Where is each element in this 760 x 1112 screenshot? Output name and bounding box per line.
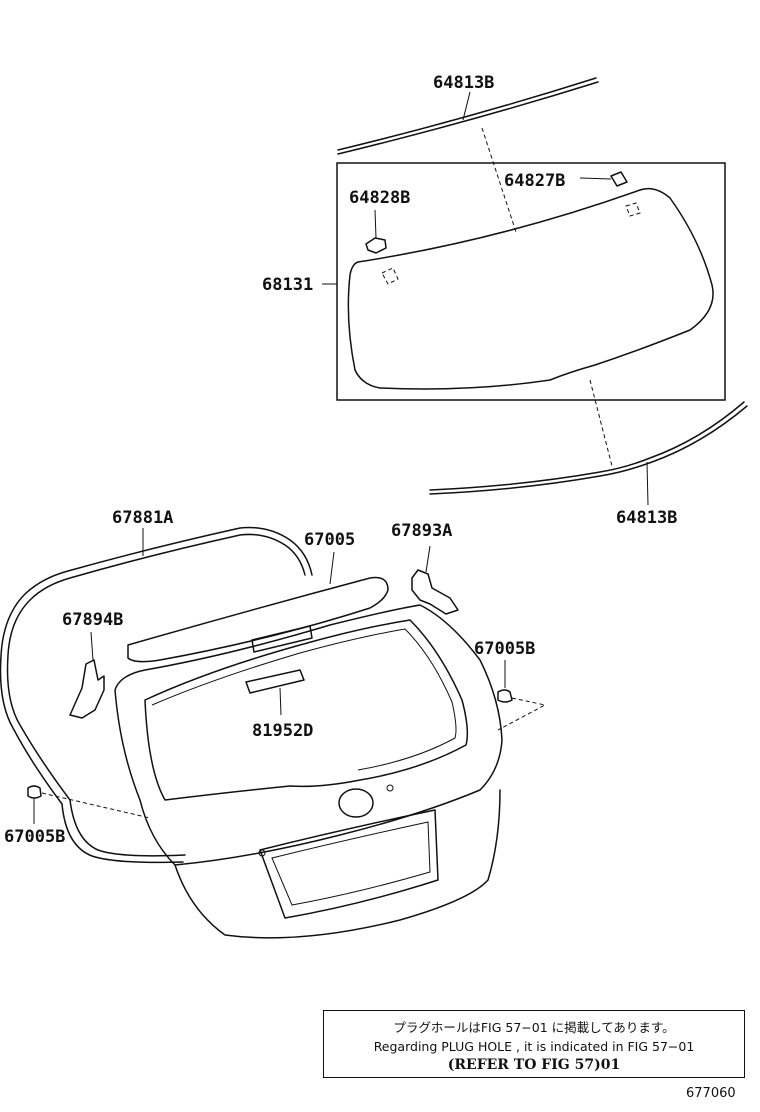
back-door-drawing xyxy=(114,604,503,939)
lower-moulding-drawing xyxy=(429,379,748,506)
label-glass: 68131 xyxy=(262,275,313,295)
label-back-door-panel: 67005 xyxy=(304,530,355,550)
bumper-right-drawing xyxy=(497,660,547,731)
back-window-glass xyxy=(347,187,714,390)
label-bumper-right: 67005B xyxy=(474,639,535,659)
bracket-left-drawing xyxy=(69,659,105,719)
note-english: Regarding PLUG HOLE , it is indicated in… xyxy=(373,1039,695,1054)
bracket-right-drawing xyxy=(411,569,459,615)
label-clip-left: 64828B xyxy=(349,188,410,208)
label-bumper-left: 67005B xyxy=(4,827,65,847)
label-bracket-left: 67894B xyxy=(62,610,123,630)
figure-code: 677060 xyxy=(686,1086,736,1101)
label-clip-right: 64827B xyxy=(504,171,565,191)
upper-moulding-drawing xyxy=(337,77,599,233)
clip-left-drawing xyxy=(365,237,387,254)
note-box: プラグホールはFIG 57−01 に掲載してあります。 Regarding PL… xyxy=(323,1010,745,1078)
note-reference-link[interactable]: (REFER TO FIG 57)01 xyxy=(447,1057,621,1073)
clip-right-drawing xyxy=(610,171,628,187)
cover-drawing xyxy=(245,669,305,694)
glass-group-box xyxy=(336,162,726,401)
label-weatherstrip: 67881A xyxy=(112,508,173,528)
label-moulding-lower: 64813B xyxy=(616,508,677,528)
note-japanese: プラグホールはFIG 57−01 に掲載してあります。 xyxy=(393,1020,675,1035)
label-moulding-upper: 64813B xyxy=(433,73,494,93)
weatherstrip-drawing xyxy=(0,526,313,864)
bumper-left-drawing xyxy=(27,785,151,824)
label-bracket-right: 67893A xyxy=(391,521,452,541)
label-cover: 81952D xyxy=(252,721,313,741)
spoiler-drawing xyxy=(127,551,389,663)
